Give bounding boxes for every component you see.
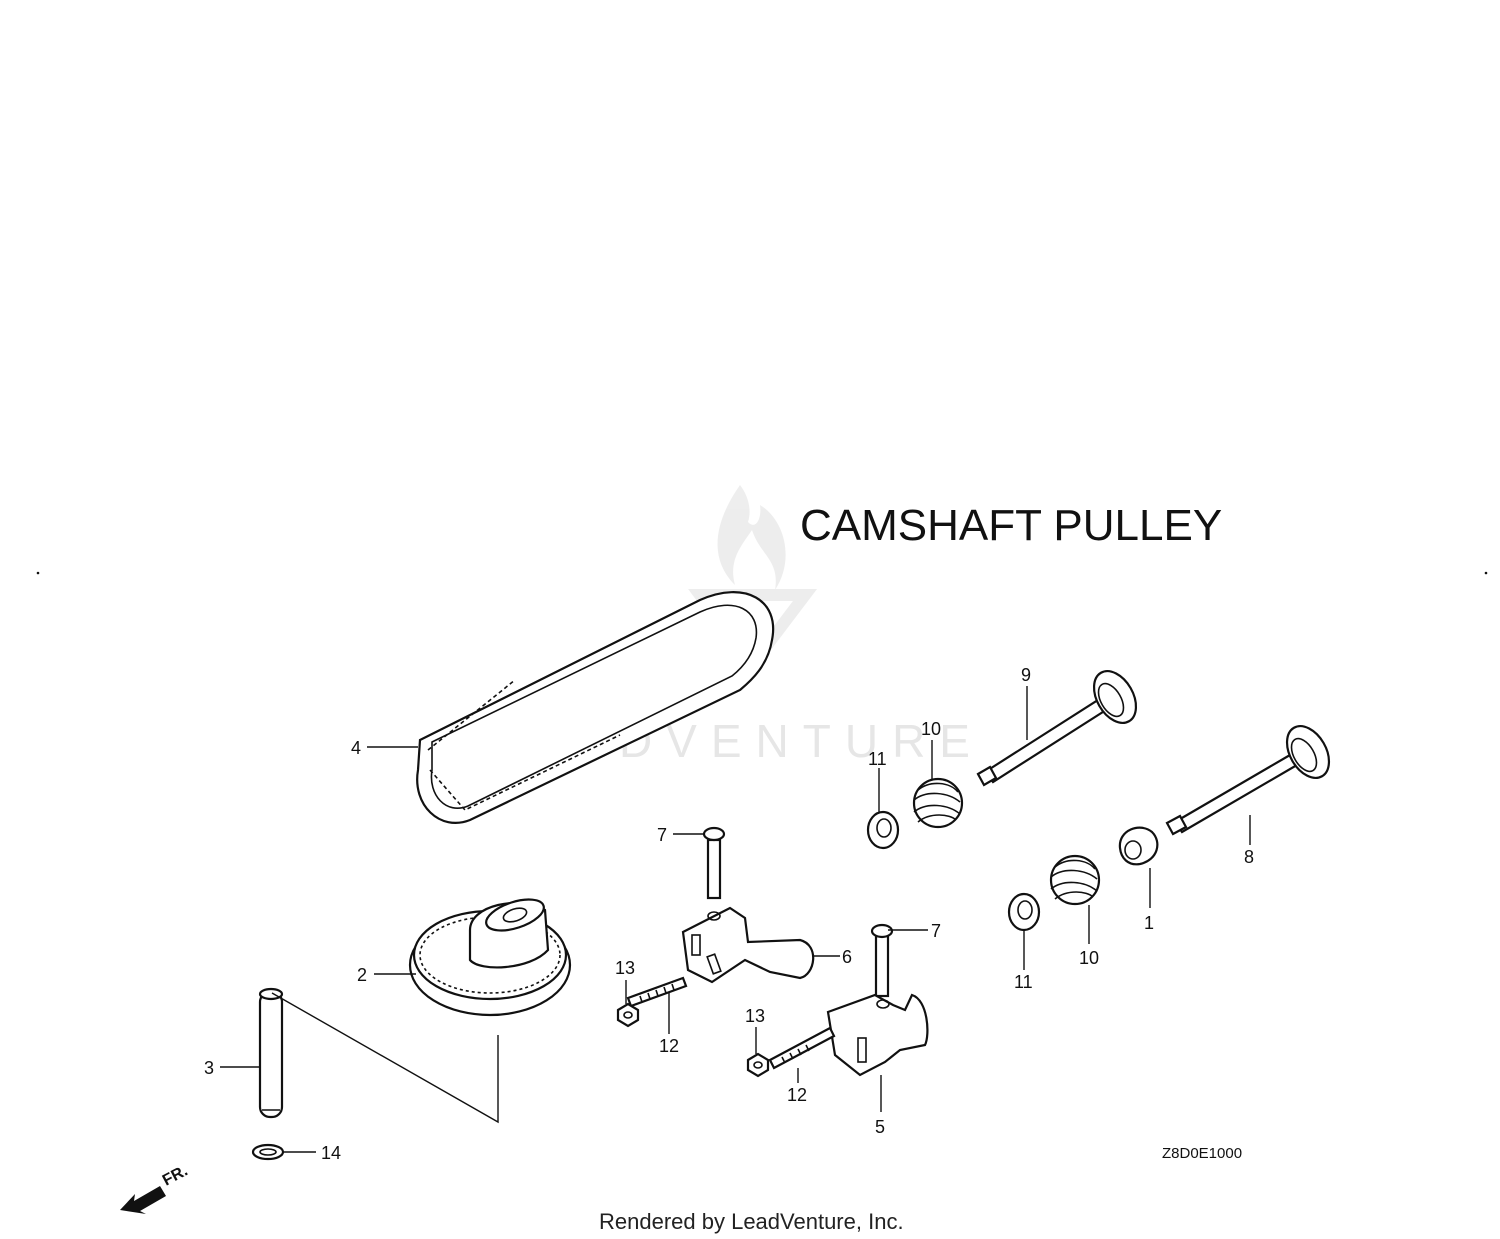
timing-belt[interactable] [416, 591, 775, 824]
callout-7-lower: 7 [931, 921, 941, 941]
callout-12-lower: 12 [787, 1085, 807, 1105]
spring-retainer-lower[interactable] [1007, 892, 1041, 932]
adjusting-screw-lower[interactable] [768, 1026, 836, 1070]
adjusting-screw-upper[interactable] [626, 976, 688, 1008]
assembly-line [271, 992, 499, 1124]
rocker-arm-upper[interactable] [681, 906, 815, 984]
valve-lower[interactable] [1165, 719, 1338, 836]
pivot-bolt-upper[interactable] [702, 826, 726, 900]
callout-7-upper: 7 [657, 825, 667, 845]
spring-retainer-upper[interactable] [866, 810, 900, 850]
front-direction-label: FR. [160, 1162, 191, 1189]
camshaft-pin[interactable] [258, 987, 284, 1119]
lock-nut-lower[interactable] [746, 1052, 770, 1078]
valve-spring-upper[interactable] [912, 777, 964, 829]
rocker-arm-lower[interactable] [826, 993, 929, 1077]
valve-spring-lower[interactable] [1049, 854, 1101, 906]
callout-12-upper: 12 [659, 1036, 679, 1056]
leader-lines [220, 686, 1251, 1153]
callout-1: 1 [1144, 913, 1154, 933]
valve-stem-seal[interactable] [1118, 826, 1159, 866]
callout-14: 14 [321, 1143, 341, 1163]
callout-10-upper: 10 [921, 719, 941, 739]
callout-9: 9 [1021, 665, 1031, 685]
diagram-code: Z8D0E1000 [1162, 1145, 1242, 1162]
pivot-bolt-lower[interactable] [870, 923, 894, 998]
callout-11-upper: 11 [868, 749, 887, 769]
footer-credit: Rendered by LeadVenture, Inc. [599, 1209, 904, 1234]
callout-2: 2 [357, 965, 367, 985]
registration-mark [36, 571, 40, 575]
callout-4: 4 [351, 738, 361, 758]
callout-13-upper: 13 [615, 958, 635, 978]
valve-upper[interactable] [976, 664, 1145, 787]
callout-6: 6 [842, 947, 852, 967]
callout-10-lower: 10 [1079, 948, 1099, 968]
camshaft-pulley[interactable] [408, 893, 572, 1017]
callout-5: 5 [875, 1117, 885, 1137]
lock-nut-upper[interactable] [616, 1002, 640, 1028]
callout-3: 3 [204, 1058, 214, 1078]
registration-mark [1484, 571, 1488, 575]
washer[interactable] [251, 1143, 285, 1161]
front-direction-arrow-icon [120, 1186, 166, 1214]
callout-13-lower: 13 [745, 1006, 765, 1026]
callout-8: 8 [1244, 847, 1254, 867]
diagram-title: CAMSHAFT PULLEY [800, 501, 1222, 550]
callout-11-lower: 11 [1014, 972, 1033, 992]
